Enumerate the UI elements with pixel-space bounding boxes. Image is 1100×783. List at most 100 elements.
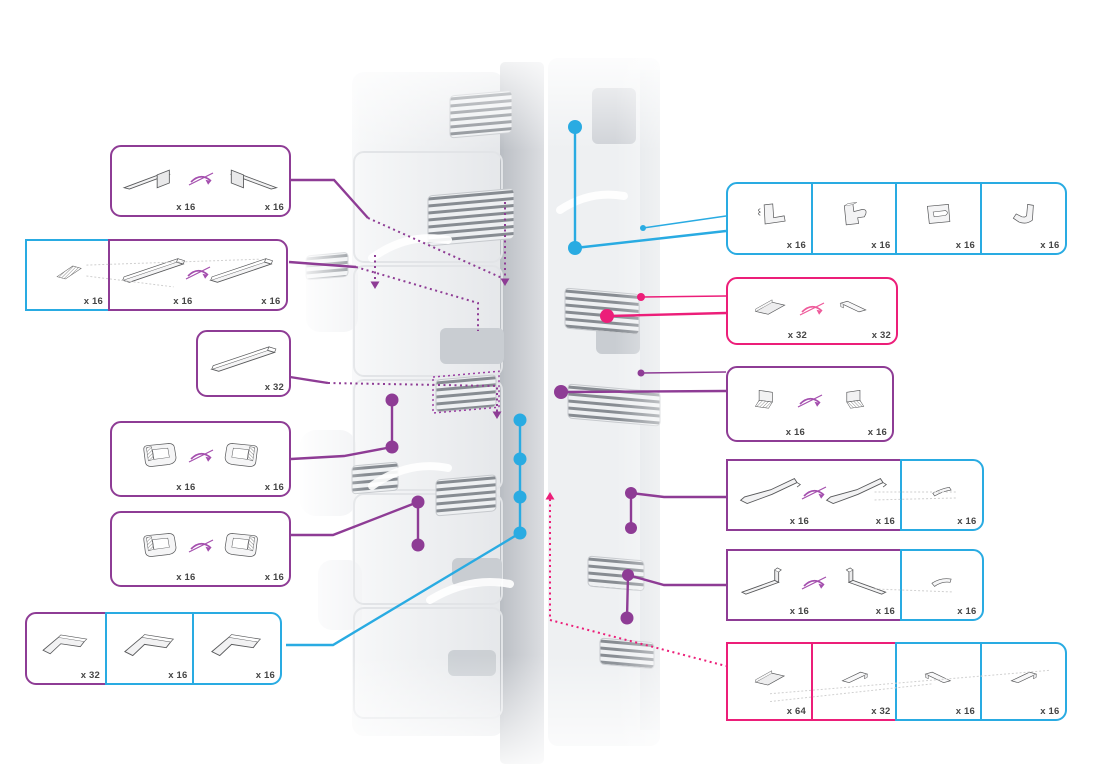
- part-slot: x 16: [982, 644, 1065, 719]
- part-slot: x 16: [112, 513, 201, 585]
- connector-dots-pink: [545, 293, 645, 500]
- plate-part-icon: [746, 665, 794, 689]
- part-quantity: x 16: [255, 670, 275, 681]
- part-quantity: x 16: [173, 296, 193, 307]
- part-slot: x 16: [810, 368, 892, 440]
- callout-section: x 16: [979, 642, 1067, 721]
- parts-callout-r6: x 64 x 32 x 16 x 16: [726, 642, 1067, 721]
- part-slot: x 16: [198, 241, 286, 309]
- step-bar-part-icon: [122, 160, 190, 194]
- part-quantity: x 32: [787, 330, 807, 341]
- part-slot: x 16: [201, 423, 290, 495]
- part-quantity: x 16: [871, 240, 891, 251]
- part-slot: x 16: [112, 147, 201, 215]
- callout-section: x 16: [979, 182, 1067, 255]
- part-quantity: x 16: [786, 240, 806, 251]
- plate-part-icon: [830, 294, 878, 318]
- leader-lines-purple: [288, 178, 727, 619]
- step-bar-part-icon: [211, 160, 279, 194]
- part-quantity: x 32: [264, 382, 284, 393]
- parts-callout-r4: x 16 x 16 x 16: [726, 459, 984, 531]
- bracket-part-icon: [746, 202, 794, 226]
- part-slot: x 16: [27, 241, 108, 309]
- bracket-part-icon: [999, 202, 1047, 226]
- part-quantity: x 16: [789, 516, 809, 527]
- callout-section: x 16: [895, 182, 982, 255]
- corner-bracket-part-icon: [827, 388, 874, 412]
- plate-part-icon: [746, 294, 794, 318]
- callout-section: x 16: [899, 549, 984, 621]
- part-slot: x 64: [728, 644, 811, 719]
- part-slot: x 16: [728, 551, 814, 619]
- callout-section: x 32: [196, 330, 291, 397]
- part-quantity: x 16: [789, 606, 809, 617]
- parts-callout-l4: x 16 x 16: [110, 421, 291, 497]
- part-quantity: x 16: [785, 427, 805, 438]
- callout-section: x 16 x 16: [110, 145, 291, 217]
- part-slot: x 16: [814, 461, 900, 529]
- part-quantity: x 16: [957, 606, 977, 617]
- leader-lines-blue: [286, 127, 727, 647]
- clip-part-icon: [219, 532, 270, 558]
- parts-callout-l3: x 32: [196, 330, 291, 397]
- part-slot: x 16: [107, 614, 193, 683]
- connector-dots-blue: [513, 120, 646, 540]
- hatch-plate-part-icon: [44, 259, 91, 282]
- part-slot: x 32: [27, 614, 105, 683]
- parts-callout-l1: x 16 x 16: [110, 145, 291, 217]
- l-bracket-part-icon: [117, 628, 183, 661]
- part-slot: x 16: [814, 551, 900, 619]
- marked-area-outline: [432, 370, 500, 414]
- part-slot: x 32: [728, 279, 812, 343]
- callout-section: x 16: [726, 182, 813, 255]
- rod-part-icon: [120, 254, 187, 288]
- tower-body: [295, 40, 680, 780]
- callout-section: x 32: [25, 612, 107, 685]
- part-quantity: x 16: [1040, 706, 1060, 717]
- part-quantity: x 16: [264, 572, 284, 583]
- part-quantity: x 16: [1040, 240, 1060, 251]
- part-slot: x 16: [897, 184, 980, 253]
- part-slot: x 16: [813, 184, 896, 253]
- rail-part-icon: [824, 474, 890, 507]
- rod-part-icon: [208, 254, 275, 288]
- bracket-part-icon: [830, 202, 878, 226]
- part-quantity: x 16: [875, 606, 895, 617]
- part-quantity: x 16: [83, 296, 103, 307]
- l-rod-part-icon: [824, 564, 890, 597]
- part-slot: x 16: [194, 614, 280, 683]
- clip-part-icon: [131, 442, 182, 468]
- part-quantity: x 32: [871, 706, 891, 717]
- part-slot: x 32: [813, 644, 896, 719]
- parts-callout-r2: x 32 x 32: [726, 277, 898, 345]
- part-slot: x 16: [728, 461, 814, 529]
- parts-callout-l5: x 16 x 16: [110, 511, 291, 587]
- part-slot: x 16: [902, 551, 982, 619]
- part-quantity: x 16: [264, 202, 284, 213]
- part-quantity: x 16: [955, 706, 975, 717]
- callout-section: x 64: [726, 642, 813, 721]
- part-quantity: x 16: [264, 482, 284, 493]
- part-quantity: x 16: [176, 202, 196, 213]
- part-quantity: x 16: [957, 516, 977, 527]
- part-quantity: x 16: [176, 572, 196, 583]
- l-bracket-part-icon: [36, 629, 95, 659]
- callout-section: x 32 x 32: [726, 277, 898, 345]
- part-slot: x 32: [812, 279, 896, 343]
- connector-dots-purple: [370, 278, 645, 625]
- part-slot: x 16: [201, 513, 290, 585]
- part-quantity: x 16: [176, 482, 196, 493]
- l-bracket-part-icon: [204, 628, 270, 661]
- parts-callout-l6: x 32 x 16 x 16: [25, 612, 282, 685]
- callout-section: x 16: [192, 612, 282, 685]
- plate-part-icon: [999, 665, 1047, 689]
- callout-section: x 16: [899, 459, 984, 531]
- bracket-part-icon: [915, 202, 963, 226]
- part-slot: x 16: [897, 644, 980, 719]
- part-slot: x 16: [728, 368, 810, 440]
- part-quantity: x 16: [875, 516, 895, 527]
- part-quantity: x 32: [80, 670, 100, 681]
- curve-small-part-icon: [919, 569, 965, 592]
